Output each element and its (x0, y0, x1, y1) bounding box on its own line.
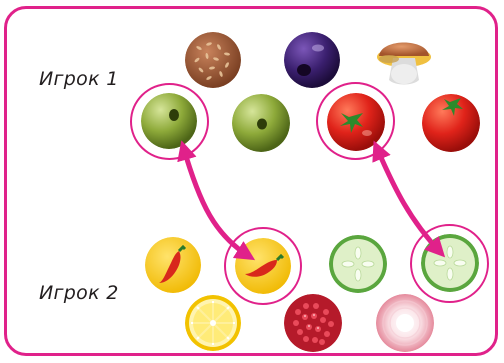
selection-ring-player1-tomato (316, 82, 395, 160)
cucumber-slice-icon[interactable] (329, 235, 387, 293)
purple-olive-icon[interactable] (284, 32, 340, 88)
pomegranate-icon[interactable] (284, 294, 342, 352)
player2-label: Игрок 2 (39, 282, 119, 304)
player1-label: Игрок 1 (39, 68, 119, 90)
tomato-icon[interactable] (422, 94, 480, 152)
lemon-slice-icon[interactable] (185, 295, 241, 351)
selection-ring-player1-olive (130, 83, 209, 160)
chili-pepper-icon[interactable] (145, 237, 201, 293)
green-olive-icon[interactable] (232, 94, 290, 152)
onion-slice-icon[interactable] (376, 294, 434, 352)
selection-ring-player2-chili (224, 227, 302, 305)
seeds-icon[interactable] (185, 32, 241, 88)
selection-ring-player2-cucumber (410, 224, 489, 303)
mushroom-icon[interactable] (375, 30, 433, 88)
